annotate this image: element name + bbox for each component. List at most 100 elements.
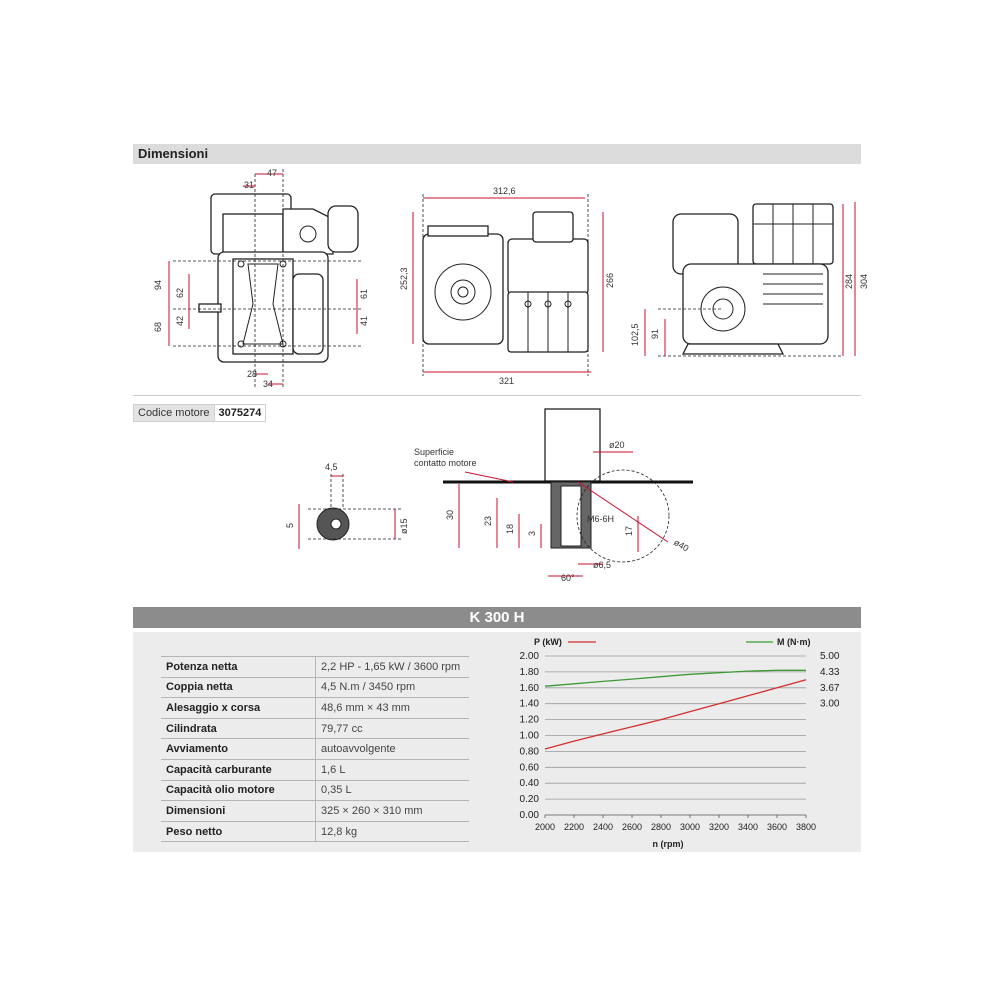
shaft-contact-label-1: Superficie	[414, 447, 454, 457]
spec-value: 325 × 260 × 310 mm	[315, 800, 469, 822]
rear-dim-284: 284	[844, 274, 854, 289]
y-tick-left: 1.00	[520, 731, 540, 742]
shaft-dim-30: 30	[445, 510, 455, 520]
spec-label: Dimensioni	[161, 800, 316, 822]
spec-label: Coppia netta	[161, 677, 316, 699]
shaft-dim-m6: M6-6H	[587, 514, 614, 524]
shaft-dim-18: 18	[505, 524, 515, 534]
shaft-dim-d65: ø6,5	[593, 560, 611, 570]
key-dim-d15: ø15	[399, 518, 409, 534]
chart-series	[544, 669, 807, 750]
key-dim-5: 5	[285, 523, 295, 528]
dimensions-title: Dimensioni	[138, 146, 209, 161]
x-tick-label: 2000	[535, 822, 555, 832]
divider	[133, 395, 861, 396]
side-dim-62: 62	[175, 288, 185, 298]
x-tick-label: 3000	[680, 822, 700, 832]
chart-x-label: n (rpm)	[653, 839, 684, 849]
x-tick-label: 2600	[622, 822, 642, 832]
y-tick-right: 3.00	[820, 699, 840, 710]
dimensions-header: Dimensioni	[133, 144, 861, 164]
shaft-dim-d20: ø20	[609, 440, 625, 450]
side-dim-34: 34	[263, 379, 273, 389]
y-tick-left: 2.00	[520, 651, 540, 662]
shaft-dim-d40: ø40	[672, 537, 690, 553]
side-dim-47: 47	[267, 168, 277, 178]
y-tick-left: 0.40	[520, 778, 540, 789]
y-tick-left: 1.20	[520, 715, 540, 726]
spec-value: 12,8 kg	[315, 821, 469, 843]
spec-value: 0,35 L	[315, 780, 469, 802]
y-tick-right: 3.67	[820, 683, 840, 694]
legend-torque-label: M (N·m)	[777, 637, 811, 647]
engine-side-view: 47 31 94 62 42 68 61 41 28 34	[153, 168, 369, 389]
shaft-detail-drawing: ø20 Superficie contatto motore M6-6H ø40…	[414, 408, 693, 583]
side-dim-94: 94	[153, 280, 163, 290]
side-dim-42: 42	[175, 316, 185, 326]
y-tick-left: 1.40	[520, 699, 540, 710]
y-tick-left: 0.20	[520, 794, 540, 805]
chart-y-ticks-left: 0.00 0.20 0.40 0.60 0.80 1.00 1.20 1.40 1.60 1.80…	[520, 651, 540, 821]
legend-power-label: P (kW)	[534, 637, 562, 647]
shaft-dim-3: 3	[527, 531, 537, 536]
x-tick-label: 3200	[709, 822, 729, 832]
chart-grid	[545, 655, 806, 816]
key-dim-4-5: 4,5	[325, 462, 338, 472]
y-tick-left: 1.60	[520, 683, 540, 694]
spec-value: 48,6 mm × 43 mm	[315, 697, 469, 719]
front-dim-266: 266	[605, 273, 615, 288]
rear-dim-102-5: 102,5	[630, 323, 640, 346]
key-detail-drawing: 4,5 5 ø15	[285, 462, 409, 549]
side-dim-28: 28	[247, 369, 257, 379]
side-dim-61: 61	[359, 289, 369, 299]
y-tick-left: 0.00	[520, 810, 540, 821]
model-name: K 300 H	[469, 609, 525, 626]
x-tick-label: 2400	[593, 822, 613, 832]
front-dim-312-6: 312,6	[493, 186, 516, 196]
spec-label: Avviamento	[161, 738, 316, 760]
spec-value: 79,77 cc	[315, 718, 469, 740]
rear-dim-304: 304	[859, 274, 869, 289]
x-tick-label: 3600	[767, 822, 787, 832]
spec-label: Capacità carburante	[161, 759, 316, 781]
performance-chart: 0.00 0.20 0.40 0.60 0.80 1.00 1.20 1.40 1.60 1.80…	[520, 637, 840, 849]
y-tick-right: 4.33	[820, 667, 840, 678]
x-tick-label: 3800	[796, 822, 816, 832]
y-tick-left: 1.80	[520, 667, 540, 678]
engine-code-label: Codice motore	[134, 405, 214, 421]
engine-rear-view: 284 304 102,5 91	[630, 202, 869, 357]
side-dim-68: 68	[153, 322, 163, 332]
shaft-dim-angle: 60°	[561, 573, 575, 583]
side-dim-41: 41	[359, 316, 369, 326]
front-dim-252-3: 252,3	[399, 267, 409, 290]
shaft-contact-label-2: contatto motore	[414, 458, 477, 468]
spec-label: Cilindrata	[161, 718, 316, 740]
torque-series-line	[544, 669, 806, 687]
spec-value: 1,6 L	[315, 759, 469, 781]
engine-front-view: 312,6 252,3 266 321	[399, 186, 615, 386]
model-title-bar: K 300 H	[133, 607, 861, 628]
rear-dim-91: 91	[650, 329, 660, 339]
chart-y-ticks-right: 5.00 4.33 3.67 3.00	[820, 651, 840, 710]
technical-drawings: 47 31 94 62 42 68 61 41 28 34 312,6 252,…	[153, 168, 869, 583]
spec-value: 4,5 N.m / 3450 rpm	[315, 677, 469, 699]
spec-label: Capacità olio motore	[161, 780, 316, 802]
x-tick-label: 2200	[564, 822, 584, 832]
spec-value: 2,2 HP - 1,65 kW / 3600 rpm	[315, 656, 469, 678]
y-tick-left: 0.80	[520, 746, 540, 757]
engine-code-box: Codice motore 3075274	[133, 404, 267, 422]
spec-label: Potenza netta	[161, 656, 316, 678]
y-tick-right: 5.00	[820, 651, 840, 662]
spec-label: Alesaggio x corsa	[161, 697, 316, 719]
y-tick-left: 0.60	[520, 762, 540, 773]
